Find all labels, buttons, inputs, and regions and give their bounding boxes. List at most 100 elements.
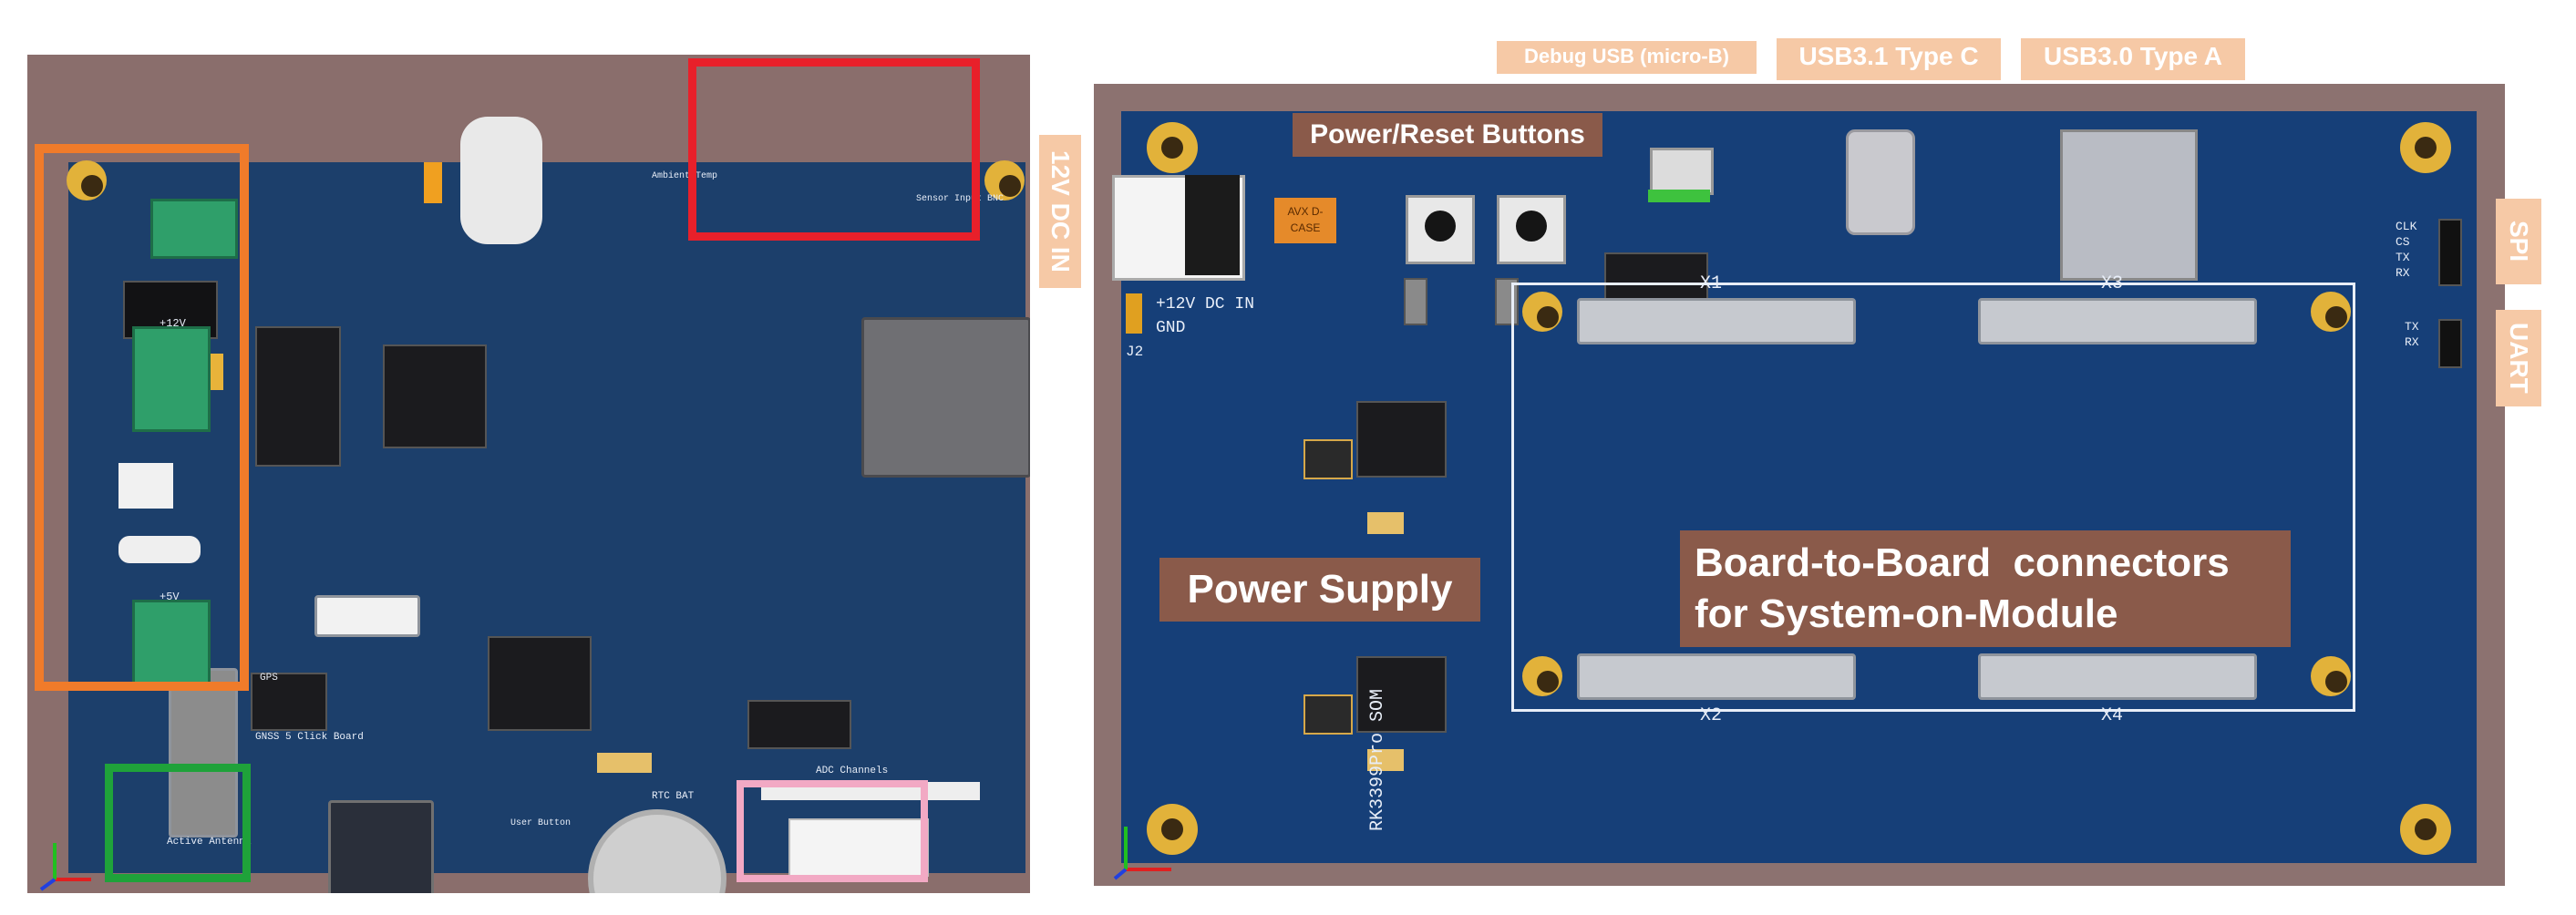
- left-pcb-photo: +12V +5V GPS GNSS 5 Click Board RTC BAT …: [27, 55, 1030, 893]
- som-mounting-hole: [2311, 656, 2351, 696]
- label-usb-a: USB3.0 Type A: [2021, 38, 2245, 80]
- silk-j2: J2: [1126, 344, 1144, 360]
- silk-ambient-temp: Ambient Temp: [652, 171, 718, 181]
- pmic-chip: [1303, 694, 1353, 735]
- terminal-block: [132, 600, 211, 687]
- label-b2b-line2: for System-on-Module: [1695, 591, 2118, 636]
- gps-module: [328, 800, 434, 893]
- som-mounting-hole: [1522, 656, 1562, 696]
- silk-x2: X2: [1700, 705, 1723, 726]
- connector-x4: [1978, 653, 2257, 700]
- silk-uart-pins: TX RX: [2405, 319, 2419, 350]
- silk-uart-tx: TX: [2405, 320, 2419, 334]
- silk-spi-tx: TX: [2396, 251, 2410, 264]
- dc-jack-body: [1185, 175, 1240, 275]
- cable: [118, 536, 201, 563]
- ic-chip: [251, 673, 327, 731]
- label-usb-c: USB3.1 Type C: [1777, 38, 2001, 80]
- silk-cs: CS: [2396, 235, 2410, 249]
- label-b2b-connectors: Board-to-Board connectors for System-on-…: [1680, 530, 2291, 647]
- ic-chip: [383, 344, 487, 448]
- silk-sensor-bnc: Sensor Input BNC: [916, 194, 1005, 204]
- label-12v-dc-in: 12V DC IN: [1039, 135, 1081, 288]
- bnc-highlight: [688, 58, 980, 241]
- silk-user-button: User Button: [510, 818, 572, 828]
- coin-cell-holder: [588, 809, 726, 893]
- silk-x1: X1: [1700, 273, 1723, 294]
- usb-a-connector: [2060, 129, 2198, 281]
- usb-c-connector: [1846, 129, 1915, 235]
- inductor: [1356, 401, 1447, 478]
- power-input-highlight: [35, 144, 249, 691]
- label-power-supply: Power Supply: [1159, 558, 1480, 622]
- rj45-connector: [861, 317, 1030, 478]
- silk-spi-rx: RX: [2396, 266, 2410, 280]
- axis-icon: [39, 843, 91, 891]
- header-connector: [314, 595, 420, 637]
- terminal-block: [132, 326, 211, 432]
- silk-gps: GPS: [260, 673, 278, 684]
- ic-chip: [255, 326, 341, 467]
- silk-adc-channels: ADC Channels: [816, 766, 889, 776]
- power-button: [1406, 195, 1475, 264]
- som-mounting-hole: [2311, 292, 2351, 332]
- silk-active-antenna: Active Antenna: [167, 837, 252, 848]
- right-pcb-board: +12V DC IN GND J2 AVX D-CASE CLK CS TX R…: [1112, 111, 2477, 863]
- usb-connector: [118, 463, 173, 509]
- som-outline: [1511, 283, 2355, 712]
- mounting-hole: [984, 160, 1025, 200]
- mounting-hole: [2400, 122, 2451, 173]
- silk-12v-dc-in: +12V DC IN: [1156, 295, 1255, 314]
- label-power-reset: Power/Reset Buttons: [1293, 113, 1602, 157]
- jst-connector: [788, 818, 929, 877]
- uart-header: [2438, 319, 2462, 368]
- j2-header: [1126, 293, 1142, 334]
- micro-usb-connector: [1650, 148, 1714, 195]
- pmic-chip: [1303, 439, 1353, 479]
- silk-gnd: GND: [1156, 319, 1186, 337]
- som-mounting-hole: [1522, 292, 1562, 332]
- crystal: [597, 753, 652, 773]
- bnc-connector: [460, 117, 542, 244]
- connector-x3: [1978, 298, 2257, 344]
- mounting-hole: [67, 160, 107, 200]
- silk-5v: +5V: [160, 591, 180, 603]
- tvs-diode: [1404, 278, 1427, 325]
- antenna-highlight: [105, 764, 251, 882]
- terminal-block: [150, 199, 238, 259]
- header-pins: [424, 162, 442, 203]
- silk-spi-pins: CLK CS TX RX: [2396, 219, 2416, 281]
- silk-gnss: GNSS 5 Click Board: [255, 732, 364, 743]
- label-uart: UART: [2496, 310, 2541, 406]
- mcu-chip: [488, 636, 592, 731]
- label-debug-usb: Debug USB (micro-B): [1497, 41, 1757, 74]
- capacitor: [1367, 512, 1404, 534]
- reset-button: [1497, 195, 1566, 264]
- mounting-hole: [1147, 122, 1198, 173]
- ic-chip: [747, 700, 851, 749]
- silk-clk: CLK: [2396, 220, 2417, 233]
- tantalum-capacitor: AVX D-CASE: [1274, 198, 1336, 243]
- pin-header: [169, 668, 238, 838]
- mounting-hole: [1147, 804, 1198, 855]
- silk-rtc-bat: RTC BAT: [652, 791, 695, 802]
- capacitor: [1367, 749, 1404, 771]
- tvs-diode: [1495, 278, 1519, 325]
- usb-pads: [1648, 190, 1710, 202]
- adc-connector-highlight: [737, 780, 928, 882]
- label-b2b-line1: Board-to-Board connectors: [1695, 540, 2230, 585]
- mounting-hole: [2400, 804, 2451, 855]
- silk-12v: +12V: [160, 317, 186, 330]
- spi-header: [2438, 219, 2462, 286]
- silk-som: RK3399Pro SOM: [1367, 688, 1388, 831]
- connector-x2: [1577, 653, 1856, 700]
- silk-x3: X3: [2101, 273, 2124, 294]
- inductor: [1356, 656, 1447, 733]
- left-pcb-board: +12V +5V GPS GNSS 5 Click Board RTC BAT …: [67, 117, 1030, 893]
- label-spi: SPI: [2496, 199, 2541, 284]
- connector-x1: [1577, 298, 1856, 344]
- silk-x4: X4: [2101, 705, 2124, 726]
- axis-icon: [1113, 827, 1171, 880]
- right-pcb-photo: +12V DC IN GND J2 AVX D-CASE CLK CS TX R…: [1094, 84, 2505, 886]
- silk-uart-rx: RX: [2405, 335, 2419, 349]
